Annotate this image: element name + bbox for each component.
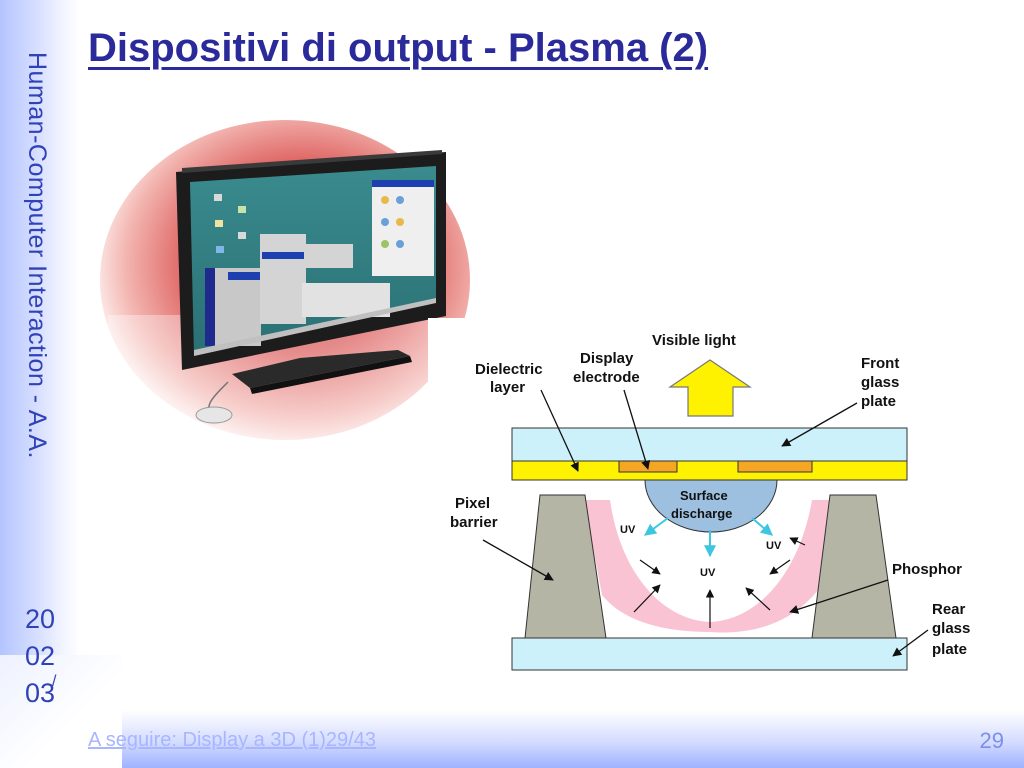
bottom-decorative-band xyxy=(0,710,1024,768)
course-title-vertical: Human-Computer Interaction - A.A. xyxy=(23,52,51,459)
label-visible-light: Visible light xyxy=(652,332,736,349)
label-display-electrode: Display xyxy=(580,350,634,367)
academic-year: 20 02 / 03 xyxy=(18,598,62,715)
next-slide-ref: 29/43 xyxy=(325,729,376,751)
label-rear-glass: plate xyxy=(932,641,967,658)
label-display-electrode: electrode xyxy=(573,369,640,386)
start-menu xyxy=(205,234,353,346)
label-pixel-barrier: barrier xyxy=(450,514,498,531)
rear-glass-plate xyxy=(511,637,908,671)
display-electrode xyxy=(737,460,813,473)
display-electrode xyxy=(618,460,678,473)
label-phosphor: Phosphor xyxy=(892,561,962,578)
uv-arrows xyxy=(633,517,806,628)
next-slide-link-text: A seguire: Display a 3D (1) xyxy=(88,729,326,751)
label-surface-discharge: Surface xyxy=(680,488,728,503)
corner-decoration xyxy=(0,655,122,768)
label-front-glass: glass xyxy=(861,374,899,391)
label-rear-glass: glass xyxy=(932,620,970,637)
label-rear-glass: Rear xyxy=(932,601,966,618)
label-dielectric: layer xyxy=(490,379,525,396)
label-dielectric: Dielectric xyxy=(475,361,543,378)
label-front-glass: Front xyxy=(861,355,899,372)
page-number: 29 xyxy=(979,728,1004,753)
open-window xyxy=(372,180,434,276)
plasma-tv-photo xyxy=(100,120,470,442)
plasma-cell-diagram: Visible light Dielectric layer Display e… xyxy=(428,318,993,690)
dielectric-layer xyxy=(511,460,908,481)
slide-title: Dispositivi di output - Plasma (2) xyxy=(88,26,709,70)
label-surface-discharge: discharge xyxy=(671,506,732,521)
year-line: / xyxy=(52,673,57,690)
visible-light-arrow xyxy=(668,359,752,417)
taskbar xyxy=(194,298,436,356)
next-slide-link[interactable]: A seguire: Display a 3D (1)29/43 xyxy=(88,729,376,752)
mouse xyxy=(195,406,233,424)
label-uv: UV xyxy=(620,524,636,536)
left-decorative-band xyxy=(0,0,80,768)
year-line: 02 xyxy=(24,641,56,671)
label-uv: UV xyxy=(700,567,716,579)
surface-discharge xyxy=(644,479,778,533)
year-line: 20 xyxy=(24,604,56,634)
label-pixel-barrier: Pixel xyxy=(455,495,490,512)
year-line: 03 xyxy=(24,678,56,708)
label-uv: UV xyxy=(766,540,782,552)
tv-stand xyxy=(232,350,410,388)
label-front-glass: plate xyxy=(861,393,896,410)
